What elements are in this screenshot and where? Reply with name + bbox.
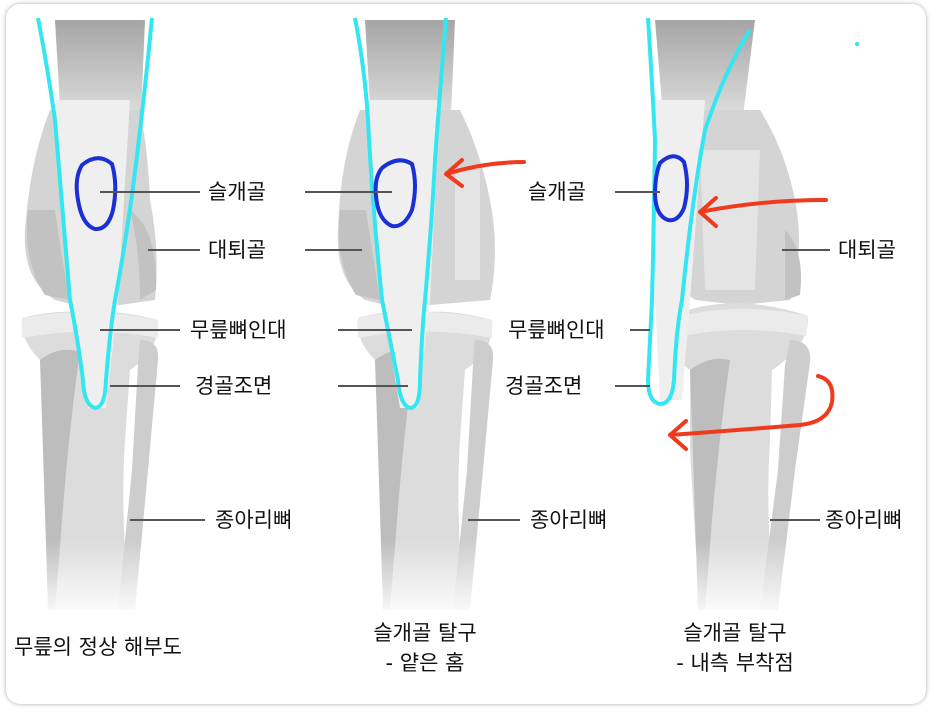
patella-marker-shallow [373,158,417,229]
caption-medial-line-1: 슬개골 탈구 [683,621,787,645]
label-fibula-3: 종아리뼈 [825,508,903,532]
label-patella-2: 슬개골 [528,180,586,204]
label-femur-1: 대퇴골 [208,238,266,262]
caption-shallow-groove: 슬개골 탈구 - 얕은 홈 [340,618,510,678]
leaders-panel-1 [100,191,205,521]
arrow-medial-tuberosity [668,374,835,451]
panel-medial-bones [640,20,830,620]
label-tibial-tuberosity-2: 경골조면 [505,374,583,398]
outline-normal [36,17,154,410]
caption-normal: 무릎의 정상 해부도 [14,632,182,662]
stray-dot [854,41,860,47]
patella-marker-normal [74,156,118,232]
label-fibula-2: 종아리뼈 [530,508,608,532]
leaders-panel-3 [615,191,830,521]
outline-medial [646,17,752,406]
panel-normal-bones [20,20,170,620]
label-patella-1: 슬개골 [208,180,266,204]
outline-shallow [353,17,448,410]
caption-normal-line-1: 무릎의 정상 해부도 [14,635,182,659]
label-tibial-tuberosity-1: 경골조면 [195,374,273,398]
label-femur-3: 대퇴골 [838,238,896,262]
leaders-panel-2 [305,191,520,521]
caption-shallow-line-2: - 얕은 홈 [385,651,465,675]
label-patellar-ligament-1: 무릎뼈인대 [190,318,287,342]
caption-medial-line-2: - 내측 부착점 [676,651,794,675]
caption-shallow-line-1: 슬개골 탈구 [373,621,477,645]
label-patellar-ligament-2: 무릎뼈인대 [508,318,605,342]
arrow-medial-patella [698,196,828,228]
caption-medial-attachment: 슬개골 탈구 - 내측 부착점 [640,618,830,678]
label-fibula-1: 종아리뼈 [215,508,293,532]
arrow-shallow [444,158,526,188]
